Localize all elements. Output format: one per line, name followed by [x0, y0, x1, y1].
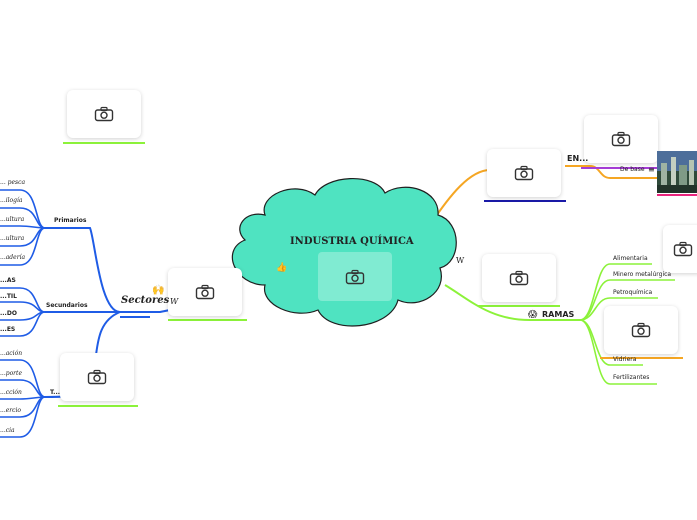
primarios-label[interactable]: Primarios: [54, 218, 86, 224]
image-card-top-left[interactable]: [67, 90, 141, 138]
factory-photo[interactable]: [657, 151, 697, 193]
ramas-w-label: W: [456, 257, 464, 265]
ramas-emoji: 😱: [528, 311, 537, 320]
secundarios-item-3[interactable]: ...DO: [0, 311, 17, 317]
secundarios-label[interactable]: Secundarios: [46, 303, 88, 309]
camera-icon: [611, 131, 631, 147]
secundarios-item-4[interactable]: ...ES: [0, 327, 15, 333]
camera-icon: [195, 284, 215, 300]
center-emoji: 👍: [276, 264, 287, 273]
camera-icon: [631, 322, 651, 338]
factory-image: [657, 151, 697, 193]
primarios-item-5[interactable]: ...adería: [0, 255, 25, 261]
camera-icon: [87, 369, 107, 385]
center-title[interactable]: INDUSTRIA QUÍMICA: [290, 237, 414, 247]
primarios-item-2[interactable]: ...ilogía: [0, 198, 23, 204]
connector-terciarios: [96, 312, 120, 355]
primarios-item-4[interactable]: ...ultura: [0, 236, 24, 242]
ramas-item-4[interactable]: Vidriera: [613, 357, 636, 363]
energia-label[interactable]: EN...: [567, 155, 588, 163]
terciarios-item-2[interactable]: ...porte: [0, 371, 22, 377]
connector-primarios: [45, 228, 120, 312]
camera-icon: [345, 269, 365, 285]
secundarios-item-2[interactable]: ...TIL: [0, 294, 17, 300]
center-image[interactable]: [318, 252, 392, 301]
notes-icon[interactable]: ≡: [648, 166, 655, 174]
ramas-item-1[interactable]: Alimentaria: [613, 256, 648, 262]
image-card-terciarios[interactable]: [60, 353, 134, 401]
camera-icon: [673, 241, 693, 257]
terciarios-item-1[interactable]: ...ación: [0, 351, 22, 357]
terciarios-item-5[interactable]: ...cia: [0, 428, 15, 434]
image-card-energia-sub[interactable]: [584, 115, 658, 163]
image-card-vidriera[interactable]: [604, 306, 678, 354]
ramas-item-5[interactable]: Fertilizantes: [613, 375, 649, 381]
image-card-sectores[interactable]: [168, 268, 242, 316]
terciarios-label[interactable]: T...: [50, 390, 60, 396]
camera-icon: [94, 106, 114, 122]
terciarios-item-4[interactable]: ...ercio: [0, 408, 21, 414]
camera-icon: [514, 165, 534, 181]
secundarios-item-1[interactable]: ...AS: [0, 278, 16, 284]
image-card-energia[interactable]: [487, 149, 561, 197]
sectores-w-label: W: [170, 298, 178, 306]
camera-icon: [509, 270, 529, 286]
terciarios-item-3[interactable]: ...cción: [0, 390, 22, 396]
primarios-item-1[interactable]: ... pesca: [0, 180, 25, 186]
image-card-alimentaria[interactable]: [663, 225, 697, 273]
energia-sub-label[interactable]: De base: [620, 167, 645, 173]
ramas-item-3[interactable]: Petroquímica: [613, 290, 652, 296]
ramas-item-2[interactable]: Minero metalúrgica: [613, 272, 671, 278]
sectores-label[interactable]: Sectores: [121, 296, 169, 306]
image-card-ramas[interactable]: [482, 254, 556, 302]
ramas-label[interactable]: RAMAS: [542, 311, 574, 319]
primarios-item-3[interactable]: ...ultura: [0, 217, 24, 223]
